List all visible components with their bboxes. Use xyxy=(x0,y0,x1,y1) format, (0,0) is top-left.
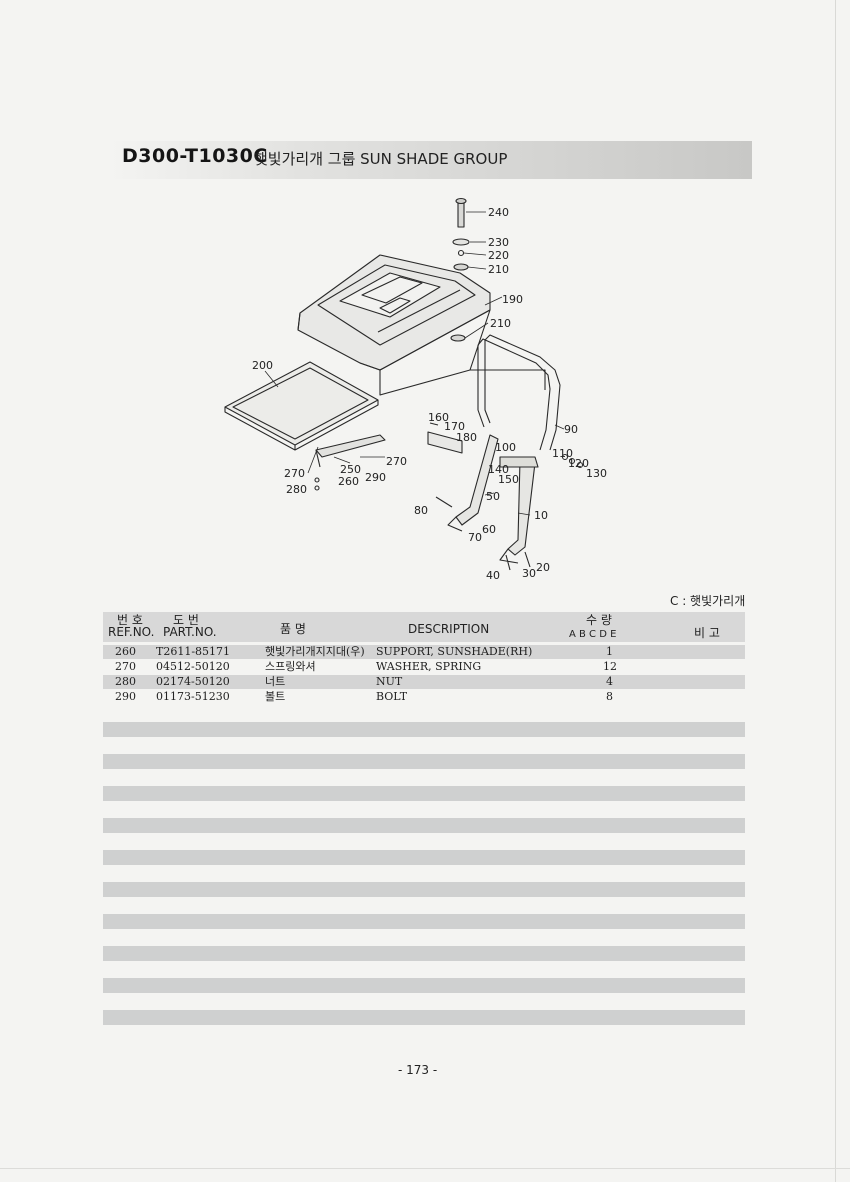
empty-row-band xyxy=(103,882,745,897)
ref-no: 260 xyxy=(115,645,136,658)
part-name-ko: 볼트 xyxy=(265,690,286,703)
page-edge xyxy=(835,0,836,1182)
svg-text:200: 200 xyxy=(252,359,273,372)
header-part-ko: 도 번 xyxy=(173,613,199,627)
part-no: 01173-51230 xyxy=(156,690,230,703)
part-name-ko: 햇빛가리개지지대(우) xyxy=(265,645,365,658)
svg-text:210: 210 xyxy=(488,263,509,276)
part-description: NUT xyxy=(376,675,403,688)
svg-text:100: 100 xyxy=(495,441,516,454)
quantity: 8 xyxy=(606,690,613,703)
svg-text:10: 10 xyxy=(534,509,548,522)
header-qty-ko: 수 량 xyxy=(586,613,612,627)
empty-row-band xyxy=(103,786,745,801)
svg-text:210: 210 xyxy=(490,317,511,330)
part-description: SUPPORT, SUNSHADE(RH) xyxy=(376,645,533,658)
svg-text:230: 230 xyxy=(488,236,509,249)
svg-text:60: 60 xyxy=(482,523,496,536)
svg-text:270: 270 xyxy=(386,455,407,468)
part-no: T2611-85171 xyxy=(156,645,231,658)
svg-text:90: 90 xyxy=(564,423,578,436)
part-description: WASHER, SPRING xyxy=(376,660,482,673)
empty-row-band xyxy=(103,754,745,769)
svg-text:150: 150 xyxy=(498,473,519,486)
svg-text:70: 70 xyxy=(468,531,482,544)
table-row: 260 T2611-85171 햇빛가리개지지대(우) SUPPORT, SUN… xyxy=(103,645,745,659)
svg-text:290: 290 xyxy=(365,471,386,484)
svg-text:250: 250 xyxy=(340,463,361,476)
svg-text:180: 180 xyxy=(456,431,477,444)
exploded-parts-diagram: 240 230 220 210 190 210 200 90 160 170 1… xyxy=(224,197,607,582)
empty-row-band xyxy=(103,1010,745,1025)
svg-text:170: 170 xyxy=(444,420,465,433)
svg-text:240: 240 xyxy=(488,206,509,219)
ref-no: 280 xyxy=(115,675,136,688)
table-row: 290 01173-51230 볼트 BOLT 8 xyxy=(103,690,745,704)
group-code: D300-T1030C xyxy=(122,145,268,167)
part-no: 02174-50120 xyxy=(156,675,230,688)
svg-text:110: 110 xyxy=(552,447,573,460)
empty-row-band xyxy=(103,850,745,865)
svg-text:260: 260 xyxy=(338,475,359,488)
empty-row-band xyxy=(103,914,745,929)
svg-text:130: 130 xyxy=(586,467,607,480)
table-row: 280 02174-50120 너트 NUT 4 xyxy=(103,675,745,689)
svg-text:270: 270 xyxy=(284,467,305,480)
header-ref-no: REF.NO. xyxy=(108,625,155,639)
svg-text:220: 220 xyxy=(488,249,509,262)
empty-row-band xyxy=(103,978,745,993)
svg-text:120: 120 xyxy=(568,457,589,470)
header-part-no: PART.NO. xyxy=(163,625,217,639)
header-ref-ko: 번 호 xyxy=(117,613,143,627)
table-header xyxy=(103,612,745,642)
svg-text:50: 50 xyxy=(486,490,500,503)
quantity: 1 xyxy=(606,645,613,658)
part-name-ko: 스프링와셔 xyxy=(265,660,316,673)
title-bar xyxy=(108,141,752,179)
svg-text:30: 30 xyxy=(522,567,536,580)
svg-text:140: 140 xyxy=(488,463,509,476)
part-name-ko: 너트 xyxy=(265,675,286,688)
svg-text:80: 80 xyxy=(414,504,428,517)
quantity: 4 xyxy=(606,675,613,688)
empty-row-band xyxy=(103,946,745,961)
header-name-ko: 품 명 xyxy=(280,622,306,636)
part-description: BOLT xyxy=(376,690,408,703)
page-edge xyxy=(0,1168,850,1169)
page-number: - 173 - xyxy=(398,1063,438,1077)
group-title: 햇빛가리개 그룹 SUN SHADE GROUP xyxy=(254,150,508,168)
legend-note: C : 햇빛가리개 xyxy=(670,594,746,608)
ref-no: 270 xyxy=(115,660,136,673)
table-row: 270 04512-50120 스프링와셔 WASHER, SPRING 12 xyxy=(103,660,745,674)
quantity: 12 xyxy=(603,660,617,673)
ref-no: 290 xyxy=(115,690,136,703)
svg-text:280: 280 xyxy=(286,483,307,496)
empty-row-band xyxy=(103,818,745,833)
empty-row-band xyxy=(103,722,745,737)
part-no: 04512-50120 xyxy=(156,660,230,673)
header-qty-columns: A B C D E xyxy=(569,629,617,640)
svg-text:20: 20 xyxy=(536,561,550,574)
header-description: DESCRIPTION xyxy=(408,622,490,636)
svg-text:40: 40 xyxy=(486,569,500,582)
svg-text:190: 190 xyxy=(502,293,523,306)
header-remarks-ko: 비 고 xyxy=(694,626,720,640)
svg-text:160: 160 xyxy=(428,411,449,424)
